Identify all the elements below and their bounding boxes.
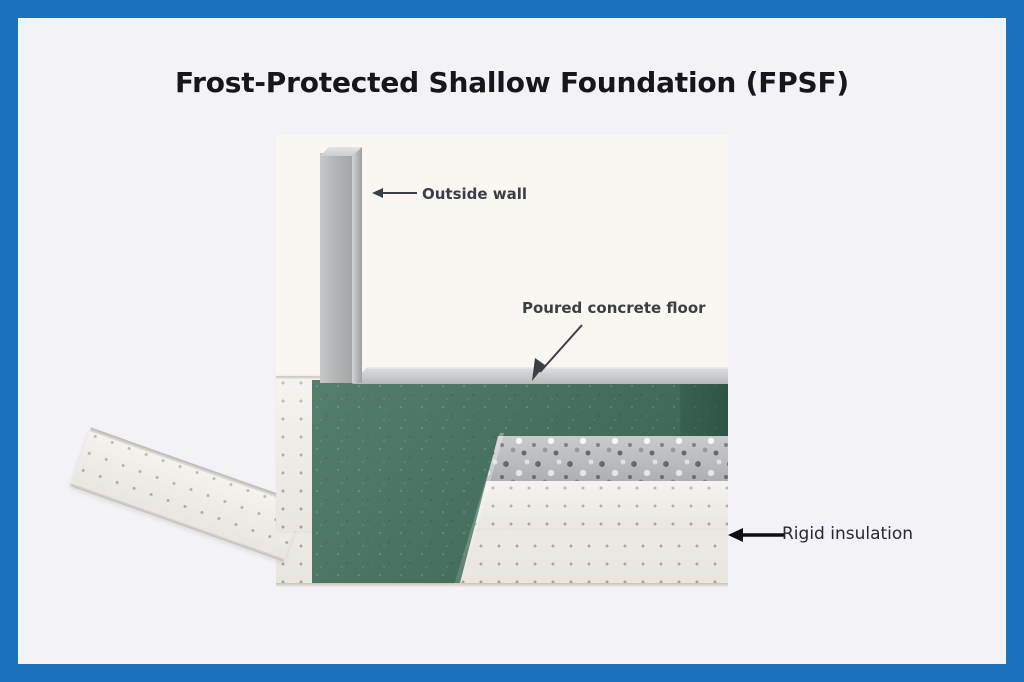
insulation-bottom-edge — [276, 583, 728, 587]
insulation-wing-panel — [70, 427, 304, 562]
page-title: Frost-Protected Shallow Foundation (FPSF… — [174, 66, 850, 99]
rigid-insulation-arrow — [728, 528, 785, 542]
label-outside-wall: Outside wall — [422, 185, 528, 203]
outside-wall-front-face — [320, 153, 352, 383]
concrete-slab-top-highlight — [366, 367, 728, 370]
outside-wall-side-face — [352, 147, 362, 383]
insulation-vertical-panel-top-edge — [276, 376, 336, 379]
label-rigid-insulation: Rigid insulation — [782, 524, 914, 544]
page-canvas: Frost-Protected Shallow Foundation (FPSF… — [18, 18, 1006, 664]
concrete-foundation-right-face — [680, 380, 728, 436]
outside-wall-column — [320, 147, 362, 383]
outside-wall-top-face — [320, 147, 362, 156]
insulation-upper-panel — [450, 481, 728, 531]
label-poured-concrete-floor: Poured concrete floor — [522, 299, 706, 317]
concrete-slab-surface — [352, 368, 728, 384]
foundation-illustration: Outside wall Poured concrete floor Rigid… — [70, 135, 913, 587]
